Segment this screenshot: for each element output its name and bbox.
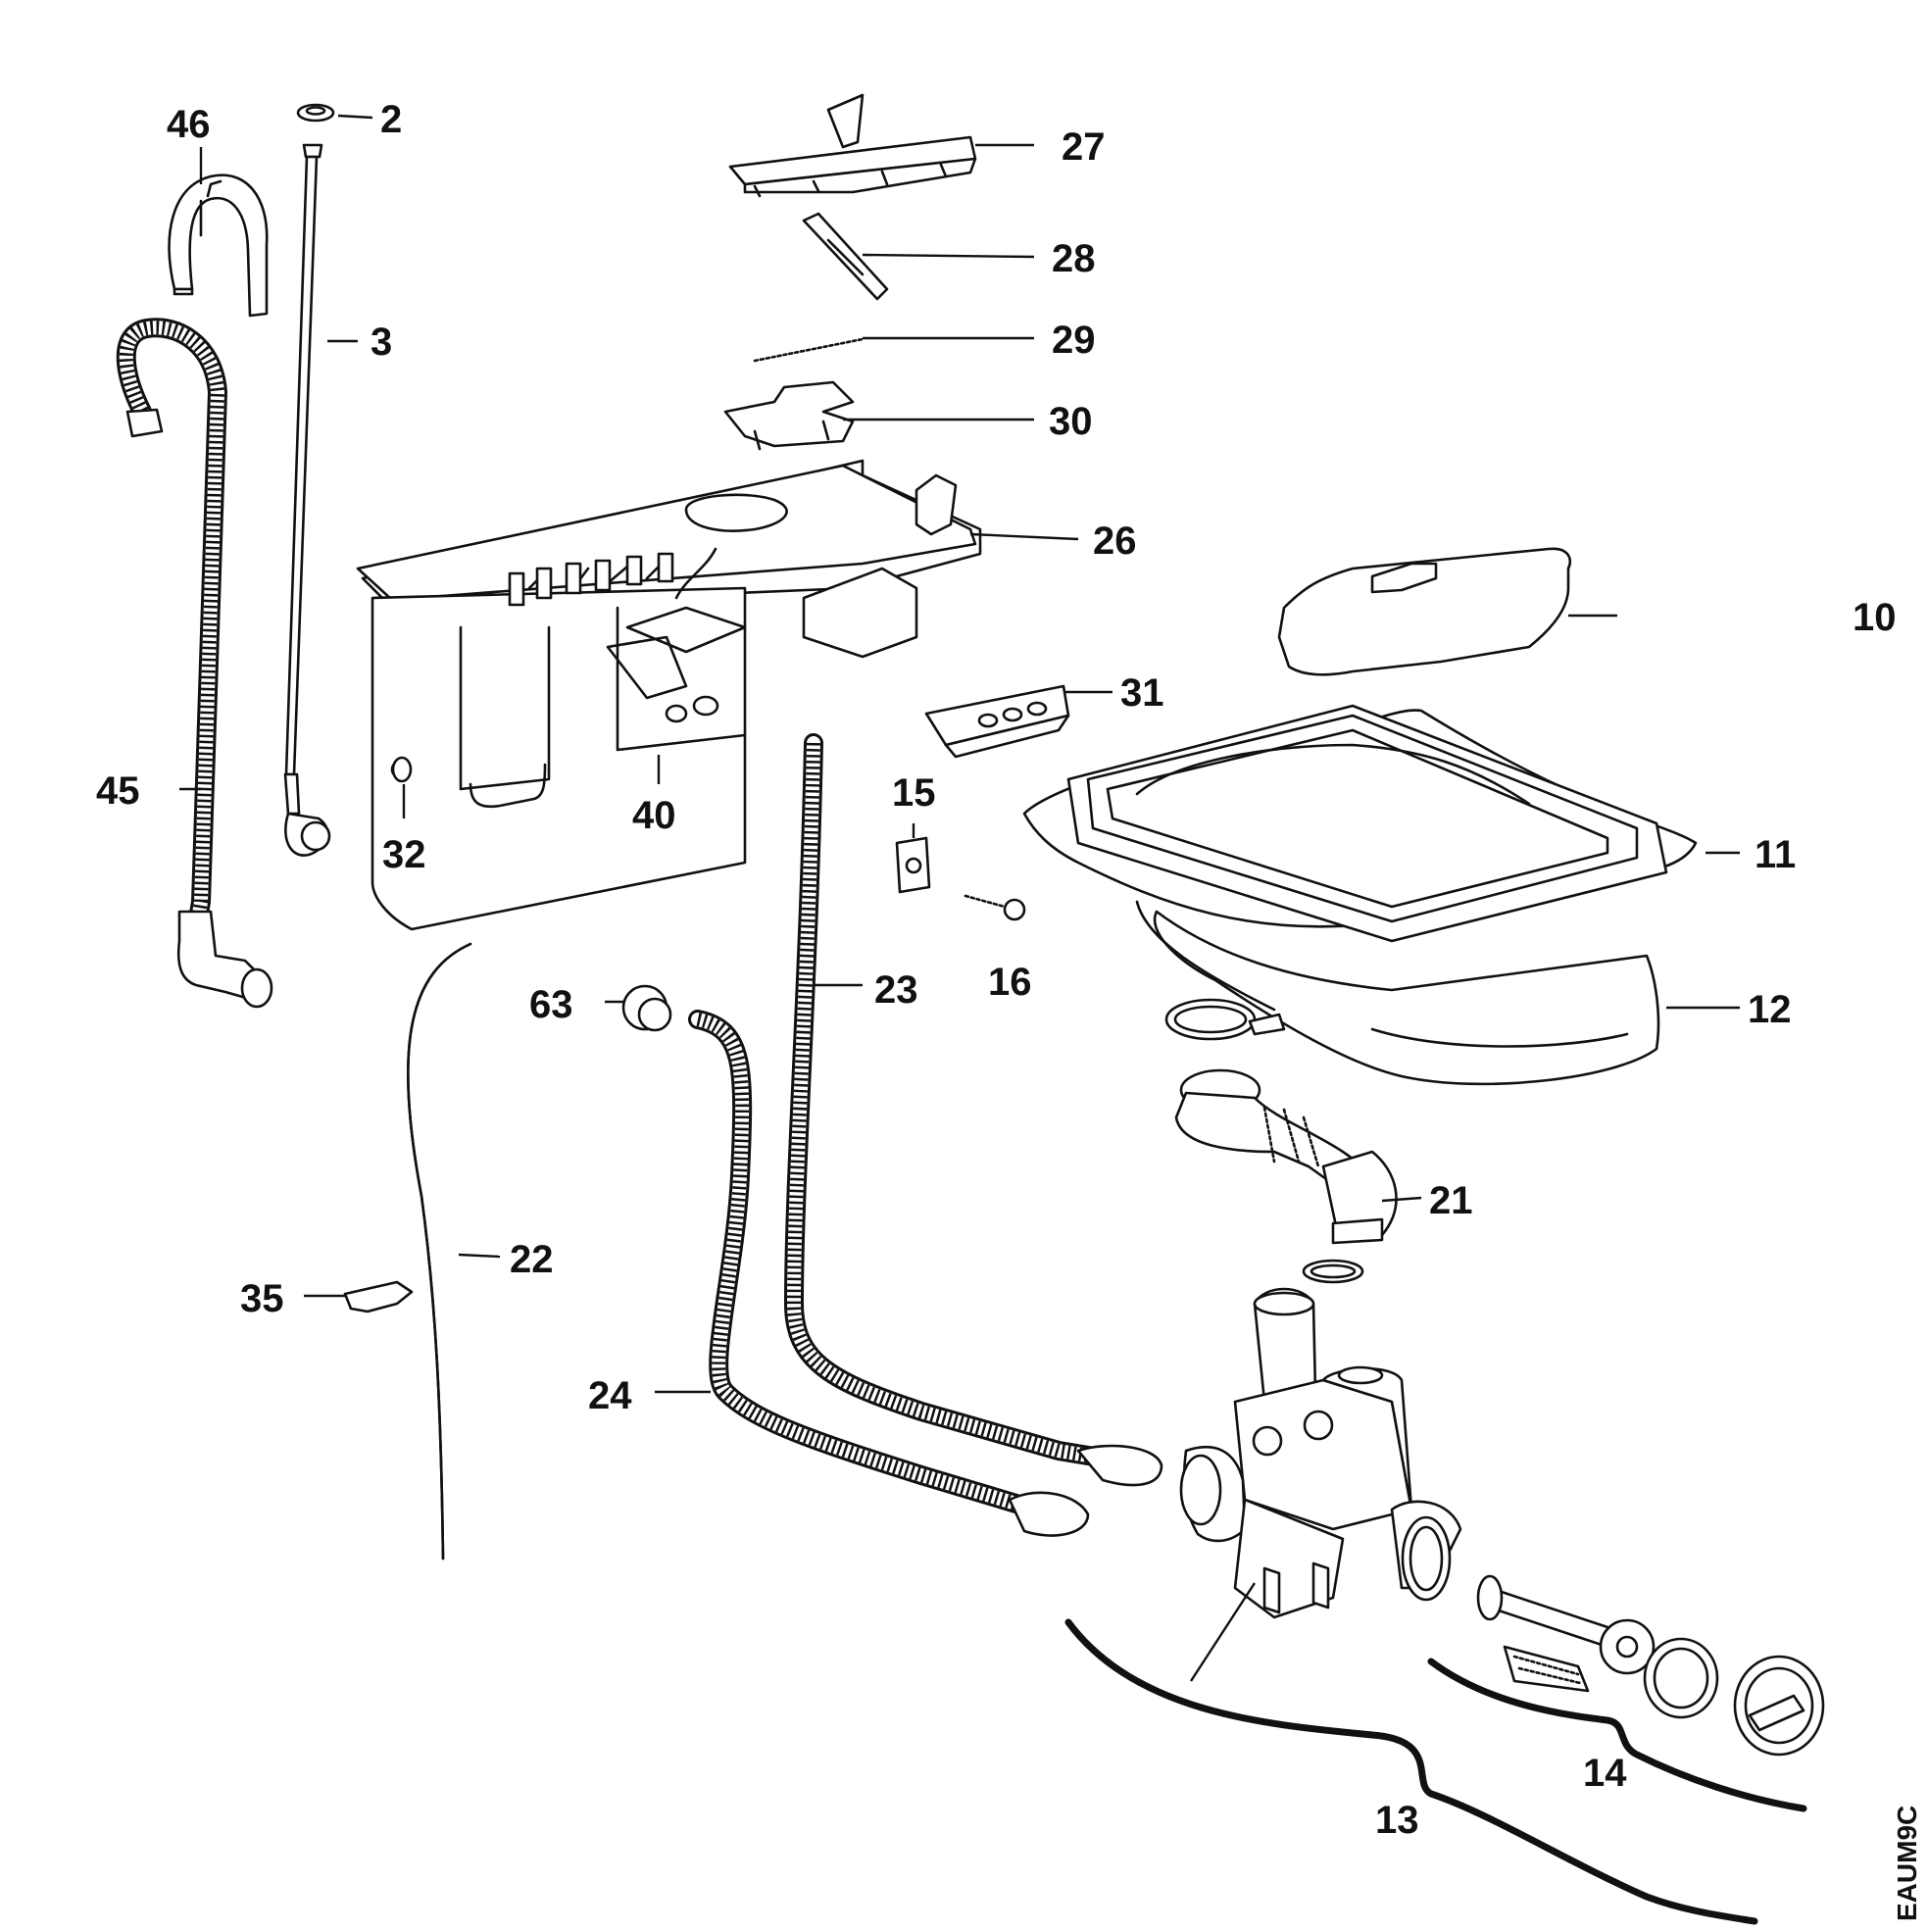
part-21-sump-hose	[1164, 998, 1398, 1284]
part-13-pump-housing	[1179, 1287, 1462, 1619]
part-24-siphon-hose	[688, 1010, 1090, 1537]
part-63-plug	[621, 984, 672, 1032]
callout-24: 24	[588, 1374, 632, 1417]
callout-40: 40	[632, 794, 676, 837]
callout-28: 28	[1052, 237, 1096, 280]
callout-23: 23	[874, 968, 918, 1012]
part-14-filter-kit	[1476, 1574, 1825, 1757]
part-27-control-lever	[728, 93, 977, 198]
part-46-hose-guide	[168, 173, 269, 318]
callout-45: 45	[96, 769, 140, 813]
part-31-indicator-strip	[924, 684, 1070, 759]
part-3-inlet-hose	[283, 143, 331, 857]
part-45-drain-hose	[116, 318, 273, 1009]
callout-11: 11	[1755, 833, 1796, 876]
brace-14	[1427, 1658, 1807, 1812]
callout-22: 22	[510, 1238, 554, 1281]
callout-10: 10	[1853, 596, 1897, 639]
callout-16: 16	[988, 961, 1032, 1004]
callout-27: 27	[1062, 125, 1106, 169]
part-29-spring	[753, 337, 865, 363]
part-28-slider	[802, 212, 889, 301]
part-11-tub-gasket	[1022, 704, 1698, 943]
callout-32: 32	[382, 833, 426, 876]
callout-30: 30	[1049, 400, 1093, 443]
part-12-tub-seal	[1135, 900, 1660, 1086]
callout-13: 13	[1375, 1799, 1419, 1842]
part-2-washer	[296, 103, 335, 123]
part-26-dispenser-housing	[356, 459, 982, 931]
callout-15: 15	[892, 771, 936, 815]
callout-31: 31	[1120, 671, 1164, 715]
callout-63: 63	[529, 983, 573, 1026]
part-23-fill-hose	[783, 733, 1163, 1487]
part-16-screw	[964, 894, 1026, 921]
part-10-cover-panel	[1277, 547, 1572, 676]
callout-12: 12	[1748, 988, 1792, 1031]
callout-14: 14	[1583, 1752, 1627, 1795]
callout-21: 21	[1429, 1179, 1473, 1222]
callout-26: 26	[1093, 520, 1137, 563]
callout-29: 29	[1052, 319, 1096, 362]
callout-2: 2	[380, 98, 402, 141]
callout-3: 3	[371, 321, 392, 364]
part-30-latch	[723, 380, 855, 451]
part-22-vent-tube	[406, 942, 472, 1560]
diagram-code: EAUM9C	[1892, 1806, 1922, 1921]
part-15-clip	[895, 836, 931, 894]
callout-35: 35	[240, 1277, 284, 1320]
callout-46: 46	[167, 103, 211, 146]
part-35-hose-clip	[343, 1280, 414, 1313]
brace-13	[1064, 1618, 1758, 1925]
part-32-grommet	[391, 756, 413, 783]
